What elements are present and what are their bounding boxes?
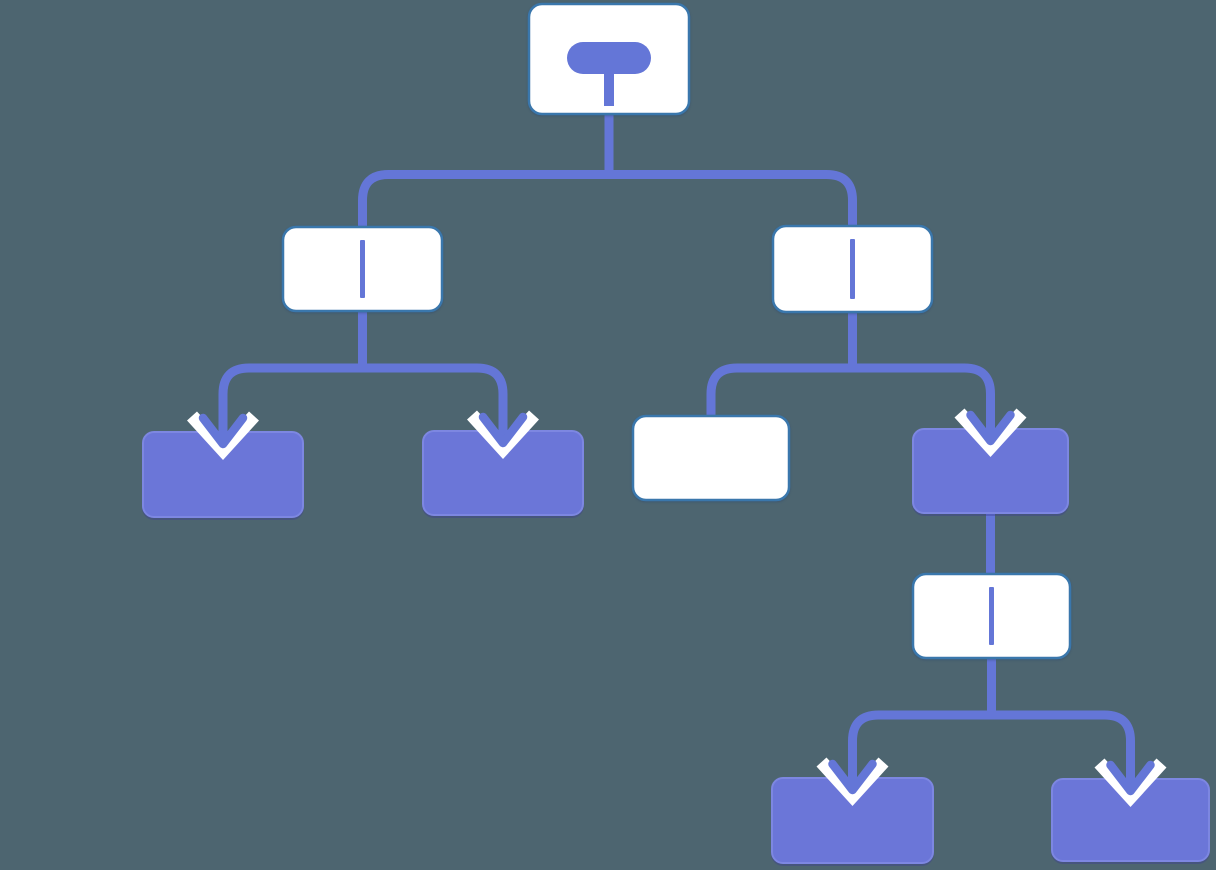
chevron-banner-icon bbox=[467, 410, 539, 460]
chevron-banner-icon bbox=[954, 408, 1027, 458]
connector-lines bbox=[218, 112, 1135, 791]
plain-node[interactable] bbox=[631, 414, 791, 502]
arrowhead-down-icon bbox=[198, 413, 248, 449]
chevron-banner-icon bbox=[187, 411, 259, 461]
root-pill-stem-icon bbox=[604, 70, 614, 106]
chevron-banner-icon bbox=[816, 757, 889, 807]
arrowhead-down-icon bbox=[828, 759, 877, 795]
node-decorations bbox=[360, 42, 994, 645]
arrowhead-down-icon bbox=[966, 410, 1015, 446]
chevron-banner-icon bbox=[1094, 758, 1167, 808]
node-divider-line bbox=[850, 239, 855, 299]
root-pill-icon bbox=[567, 42, 651, 74]
connector-branch-root-node bbox=[358, 170, 857, 230]
nodes bbox=[142, 2, 1210, 864]
arrowhead-down-icon bbox=[1106, 760, 1155, 796]
arrow-markers bbox=[187, 395, 1167, 808]
node-divider-line bbox=[989, 587, 994, 645]
connector-branch-branch-node-lower bbox=[848, 710, 1135, 791]
connector-branch-branch-node-right bbox=[706, 363, 995, 441]
node-divider-line bbox=[360, 240, 365, 298]
connector-branch-branch-node-left bbox=[218, 363, 508, 444]
arrowhead-down-icon bbox=[478, 412, 528, 448]
